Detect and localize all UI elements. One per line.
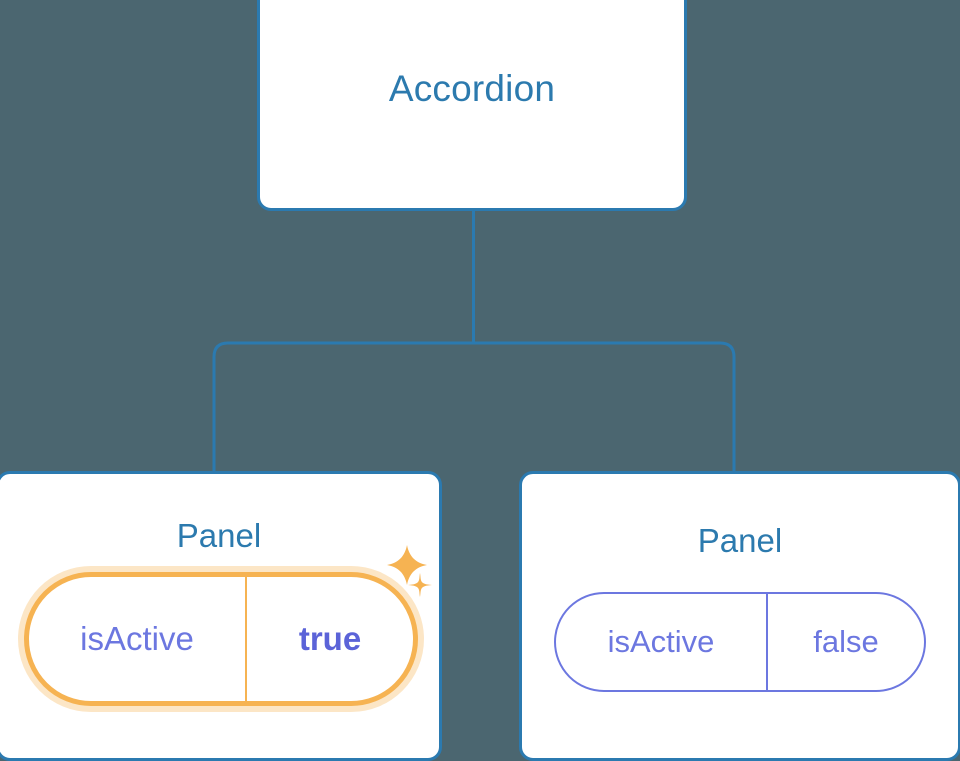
node-panel-active-title: Panel xyxy=(176,517,262,554)
node-accordion[interactable]: Accordion xyxy=(257,0,687,211)
prop-value-label: false xyxy=(813,624,879,659)
prop-key-label: isActive xyxy=(29,577,247,701)
prop-value-label: true xyxy=(298,620,362,657)
prop-pill-isactive-true[interactable]: isActive true xyxy=(24,572,418,706)
prop-key-label: isActive xyxy=(556,594,768,690)
node-panel-inactive-title: Panel xyxy=(697,522,783,559)
node-accordion-title: Accordion xyxy=(388,67,556,109)
prop-pill-isactive-false[interactable]: isActive false xyxy=(554,592,926,692)
connector-bracket xyxy=(212,341,736,472)
connector-lines xyxy=(212,211,736,472)
